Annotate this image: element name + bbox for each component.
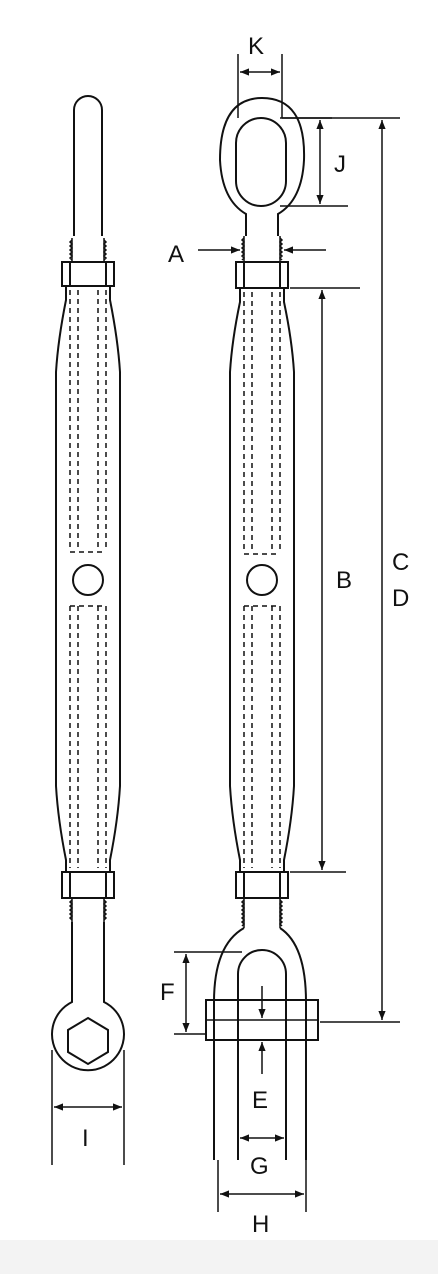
dim-g bbox=[237, 1134, 287, 1160]
left-body bbox=[55, 286, 121, 872]
left-top-threads bbox=[68, 238, 108, 262]
label-k: K bbox=[248, 33, 264, 60]
label-j: J bbox=[334, 151, 346, 178]
label-e: E bbox=[252, 1087, 268, 1114]
label-i: I bbox=[82, 1125, 89, 1152]
right-center-hole bbox=[246, 564, 278, 596]
left-top-rod bbox=[73, 95, 103, 236]
right-top-eye-outer bbox=[218, 96, 306, 236]
dim-i bbox=[51, 1050, 125, 1165]
left-bottom-nut bbox=[61, 871, 115, 899]
dimension-lines bbox=[174, 54, 400, 1212]
dim-h bbox=[217, 1160, 307, 1212]
dim-b bbox=[290, 287, 360, 873]
right-turnbuckle-view bbox=[205, 96, 319, 1160]
label-h: H bbox=[252, 1211, 269, 1238]
right-jaw-outer bbox=[213, 927, 307, 1160]
label-d: D bbox=[392, 585, 409, 612]
right-jaw-inner bbox=[237, 949, 287, 1160]
right-top-eye-inner bbox=[235, 117, 287, 207]
left-hidden-threads bbox=[69, 290, 107, 868]
label-g: G bbox=[250, 1153, 269, 1180]
right-body bbox=[229, 288, 295, 872]
footer-band bbox=[0, 1240, 438, 1274]
left-bottom-threads bbox=[68, 898, 108, 922]
right-hidden-threads bbox=[243, 292, 281, 868]
left-eye-hex-hole bbox=[67, 1016, 109, 1066]
right-bottom-nut bbox=[235, 871, 289, 899]
left-top-nut bbox=[61, 261, 115, 287]
left-center-hole bbox=[72, 564, 104, 596]
label-c: C bbox=[392, 549, 409, 576]
dim-f bbox=[174, 951, 242, 1035]
right-top-threads bbox=[240, 236, 284, 262]
left-bottom-eye bbox=[51, 922, 125, 1072]
right-top-nut bbox=[235, 261, 289, 289]
left-turnbuckle-view bbox=[51, 95, 125, 1072]
dim-k bbox=[237, 54, 283, 118]
dim-cd bbox=[282, 117, 400, 1023]
label-a: A bbox=[168, 241, 184, 268]
right-bottom-threads bbox=[240, 898, 284, 928]
label-f: F bbox=[160, 979, 175, 1006]
label-b: B bbox=[336, 567, 352, 594]
